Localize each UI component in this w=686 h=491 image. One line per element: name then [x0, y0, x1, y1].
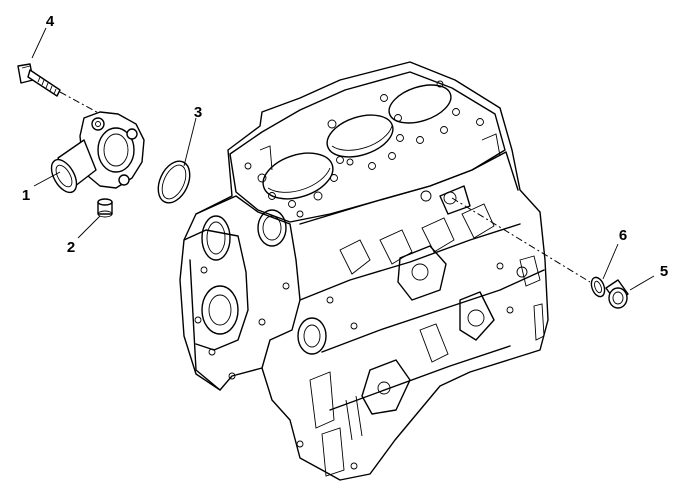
sealing-washer [590, 276, 606, 298]
plug-axis-line [451, 197, 591, 283]
plug [605, 279, 629, 309]
dowel-sleeve [97, 198, 113, 218]
callout-2: 2 [67, 239, 75, 256]
callout-leaders [31, 27, 655, 291]
engine-block [179, 61, 549, 481]
callout-6: 6 [619, 227, 627, 244]
callout-5: 5 [660, 263, 668, 280]
thermostat-housing [50, 111, 145, 194]
callout-3: 3 [194, 104, 202, 121]
bolt [17, 63, 61, 97]
callout-4: 4 [46, 13, 55, 30]
bolt-axis-line [59, 91, 105, 117]
callout-1: 1 [22, 187, 30, 204]
o-ring-seal [157, 160, 191, 204]
deck-bolt-holes [244, 80, 484, 218]
